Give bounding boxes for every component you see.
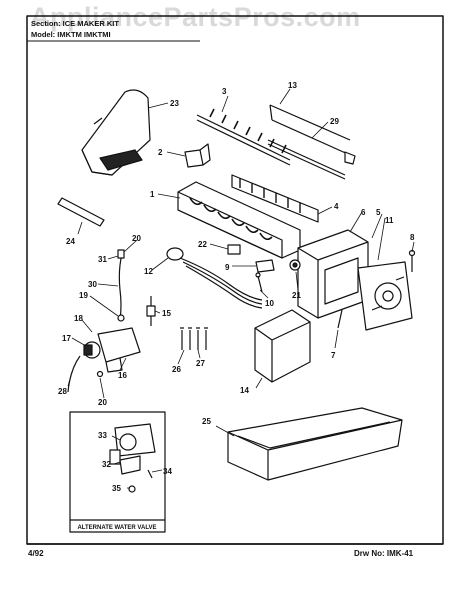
model-title: Model: IMKTM IMKTMI [31, 30, 111, 39]
callout-12: 12 [144, 267, 153, 276]
part-bracket [184, 143, 211, 168]
callout-2: 2 [158, 148, 163, 157]
callout-16: 16 [118, 371, 127, 380]
callout-9: 9 [225, 263, 230, 272]
callout-35: 35 [112, 484, 121, 493]
callout-23: 23 [170, 99, 179, 108]
part-cover-shield [81, 89, 151, 176]
callout-6: 6 [361, 208, 366, 217]
callout-13: 13 [288, 81, 297, 90]
part-shutoff-arm [267, 104, 356, 180]
callout-28: 28 [58, 387, 67, 396]
inset-alternate-water-valve [69, 411, 166, 533]
part-fill-tube [57, 197, 105, 227]
part-clip [255, 259, 275, 273]
callout-20-upper: 20 [132, 234, 141, 243]
part-cover-plate [254, 309, 311, 383]
callout-34: 34 [163, 467, 172, 476]
callout-11: 11 [385, 216, 394, 225]
drawing-number: Drw No: IMK-41 [354, 549, 414, 558]
part-stripper [231, 174, 319, 223]
callout-leaders [67, 88, 415, 489]
callout-3: 3 [222, 87, 227, 96]
callout-19: 19 [79, 291, 88, 300]
callout-26: 26 [172, 365, 181, 374]
inset-caption: ALTERNATE WATER VALVE [77, 525, 156, 531]
callout-27: 27 [196, 359, 205, 368]
part-pad [227, 244, 241, 255]
callout-22: 22 [198, 240, 207, 249]
callout-14: 14 [240, 386, 249, 395]
callout-21: 21 [292, 291, 301, 300]
footer-date: 4/92 [28, 549, 44, 558]
callout-33: 33 [98, 431, 107, 440]
callout-5: 5 [376, 208, 381, 217]
callout-15: 15 [162, 309, 171, 318]
part-water-valve [67, 327, 141, 393]
callout-10: 10 [265, 299, 274, 308]
callout-4: 4 [334, 202, 339, 211]
part-ice-bin [227, 407, 403, 481]
part-screws-26-27 [180, 327, 208, 350]
callout-20-lower: 20 [98, 398, 107, 407]
callout-31: 31 [98, 255, 107, 264]
callout-17: 17 [62, 334, 71, 343]
callout-25: 25 [202, 417, 211, 426]
callout-7: 7 [331, 351, 336, 360]
callout-24: 24 [66, 237, 75, 246]
part-screw-7 [337, 309, 343, 329]
part-water-tube [117, 249, 125, 322]
part-housing [289, 229, 369, 319]
callout-32: 32 [102, 460, 111, 469]
section-title: Section: ICE MAKER KIT [31, 19, 119, 28]
part-fitting [146, 296, 156, 326]
watermark: AppliancePartsPros.com [30, 2, 361, 32]
part-wiring-harness [166, 247, 263, 309]
part-screw-10 [255, 272, 263, 293]
part-motor-cover [357, 261, 413, 331]
callout-numbers: 1 2 3 4 5 6 7 8 9 10 11 12 13 14 15 16 1… [58, 81, 415, 493]
callout-30: 30 [88, 280, 97, 289]
callout-29: 29 [330, 117, 339, 126]
callout-1: 1 [150, 190, 155, 199]
callout-18: 18 [74, 314, 83, 323]
part-ejector [196, 108, 291, 166]
part-screw-8 [408, 249, 416, 272]
callout-8: 8 [410, 233, 415, 242]
